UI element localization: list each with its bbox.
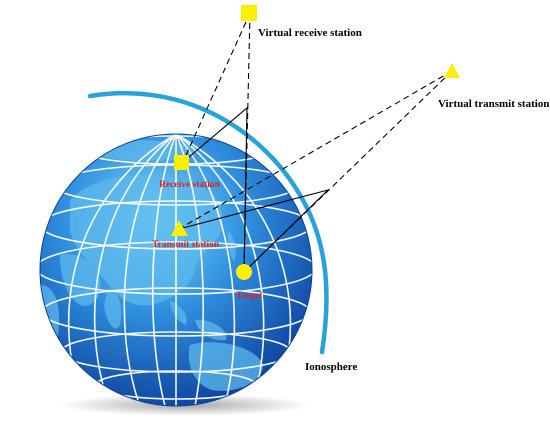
transmit-station-triangle-icon [171,220,188,236]
receive-station-square-icon [174,155,189,170]
transmit-station-label: Transmit station [152,240,220,250]
globe [39,133,313,407]
ray-paths [178,12,453,273]
transmit-path [178,188,330,273]
globe-land [40,140,263,391]
target-circle-icon [236,264,252,280]
target-label: Target [236,291,263,301]
globe-outline [39,133,313,407]
receive-path [182,106,248,273]
ionosphere-arc [87,90,329,355]
virtual-receive-station-label: Virtual receive station [258,27,362,39]
virtual-transmit-ray-1 [178,70,453,230]
virtual-receive-station-square-icon [241,5,257,21]
virtual-transmit-station-triangle-icon [444,63,460,78]
virtual-transmit-station-label: Virtual transmit station [438,98,549,110]
virtual-receive-ray-1 [182,12,251,163]
receive-station-label: Receive station [159,180,221,190]
ionosphere-label: Ionosphere [305,361,357,373]
